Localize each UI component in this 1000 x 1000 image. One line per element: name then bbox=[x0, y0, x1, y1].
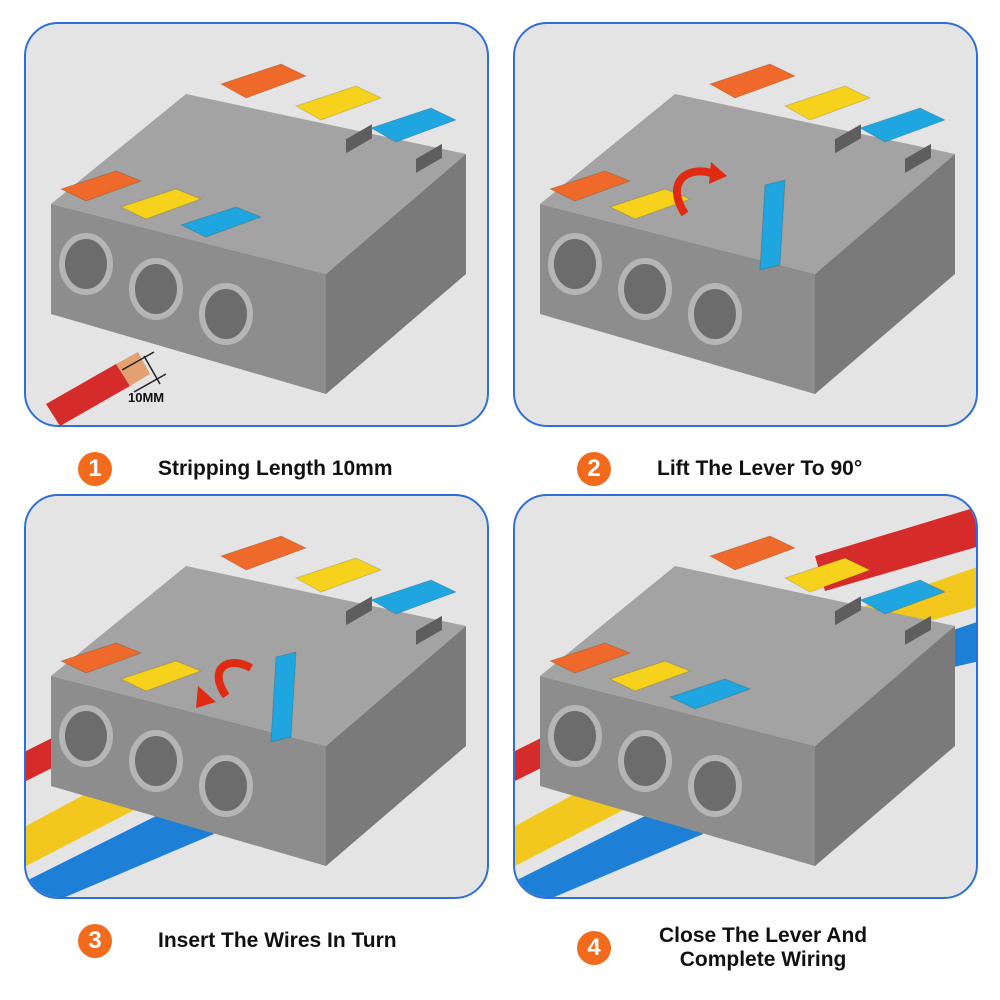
lever-front-3 bbox=[270, 651, 297, 743]
connector-illustration-4 bbox=[515, 507, 976, 897]
rotation-arrow-icon bbox=[214, 659, 254, 699]
lever-back-3 bbox=[369, 107, 458, 143]
side-slot bbox=[346, 124, 372, 154]
step-label: Lift The Lever To 90° bbox=[657, 457, 863, 480]
step-4-caption: 4 Close The Lever And Complete Wiring bbox=[577, 924, 867, 972]
lever-front-3 bbox=[179, 206, 263, 238]
lever-front-2 bbox=[119, 188, 203, 220]
stripped-wire bbox=[46, 351, 167, 425]
connector-front bbox=[51, 204, 326, 394]
side-slot bbox=[416, 143, 442, 173]
wire-hole bbox=[548, 705, 602, 767]
connector-side bbox=[326, 154, 466, 394]
lever-back-2 bbox=[783, 557, 872, 593]
lever-front-1 bbox=[548, 642, 632, 674]
wire-connector bbox=[51, 535, 466, 866]
lever-back-2 bbox=[294, 85, 383, 121]
lever-front-3 bbox=[668, 678, 752, 710]
connector-side bbox=[326, 626, 466, 866]
lever-front-2 bbox=[119, 660, 203, 692]
step-1-image-panel: 10MM bbox=[24, 22, 489, 427]
step-number-badge: 4 bbox=[577, 931, 611, 965]
lever-back-1 bbox=[708, 535, 797, 571]
lever-front-2 bbox=[608, 660, 692, 692]
step-4-image-panel bbox=[513, 494, 978, 899]
wire-hole bbox=[199, 283, 253, 345]
wire-connector bbox=[51, 63, 466, 394]
lever-back-3 bbox=[858, 107, 947, 143]
step-number-badge: 1 bbox=[78, 452, 112, 486]
lever-front-1 bbox=[548, 170, 632, 202]
side-slot bbox=[416, 615, 442, 645]
lever-back-1 bbox=[708, 63, 797, 99]
connector-side bbox=[815, 154, 955, 394]
wire-length-annotation: 10MM bbox=[128, 390, 165, 405]
connector-side bbox=[815, 626, 955, 866]
lever-back-2 bbox=[783, 85, 872, 121]
connector-front bbox=[51, 676, 326, 866]
side-slot bbox=[835, 596, 861, 626]
lever-front-3 bbox=[759, 179, 786, 271]
wire-hole bbox=[199, 755, 253, 817]
wire-hole bbox=[618, 258, 672, 320]
wire-hole bbox=[548, 233, 602, 295]
step-label-line-1: Close The Lever And bbox=[659, 924, 868, 947]
wire-hole bbox=[688, 283, 742, 345]
step-number-badge: 2 bbox=[577, 452, 611, 486]
connector-illustration-1 bbox=[46, 63, 466, 425]
step-1-caption: 1 Stripping Length 10mm bbox=[78, 452, 393, 486]
step-label: Close The Lever And Complete Wiring bbox=[659, 924, 867, 972]
connector-front bbox=[540, 204, 815, 394]
step-3-image-panel bbox=[24, 494, 489, 899]
lever-back-2 bbox=[294, 557, 383, 593]
step-2-caption: 2 Lift The Lever To 90° bbox=[577, 452, 862, 486]
wire-connector bbox=[540, 63, 955, 394]
side-slot bbox=[905, 615, 931, 645]
lever-back-1 bbox=[219, 535, 308, 571]
wire-hole bbox=[129, 258, 183, 320]
side-slot bbox=[835, 124, 861, 154]
lever-back-1 bbox=[219, 63, 308, 99]
step-label: Insert The Wires In Turn bbox=[158, 929, 397, 952]
wire-hole bbox=[618, 730, 672, 792]
lever-front-1 bbox=[59, 642, 143, 674]
lever-front-1 bbox=[59, 170, 143, 202]
step-3-caption: 3 Insert The Wires In Turn bbox=[78, 924, 397, 958]
connector-illustration-3 bbox=[26, 535, 466, 897]
step-number-badge: 3 bbox=[78, 924, 112, 958]
step-label-line-2: Complete Wiring bbox=[679, 948, 847, 971]
step-2-image-panel bbox=[513, 22, 978, 427]
rotation-arrow-icon bbox=[673, 167, 717, 217]
wire-hole bbox=[129, 730, 183, 792]
step-label: Stripping Length 10mm bbox=[158, 457, 393, 480]
wire-connector bbox=[540, 535, 955, 866]
side-slot bbox=[346, 596, 372, 626]
wire-hole bbox=[59, 233, 113, 295]
wire-hole bbox=[59, 705, 113, 767]
side-slot bbox=[905, 143, 931, 173]
connector-illustration-2 bbox=[540, 63, 955, 394]
connector-front bbox=[540, 676, 815, 866]
lever-front-2 bbox=[608, 188, 692, 220]
lever-back-3 bbox=[369, 579, 458, 615]
lever-back-3 bbox=[858, 579, 947, 615]
wire-hole bbox=[688, 755, 742, 817]
